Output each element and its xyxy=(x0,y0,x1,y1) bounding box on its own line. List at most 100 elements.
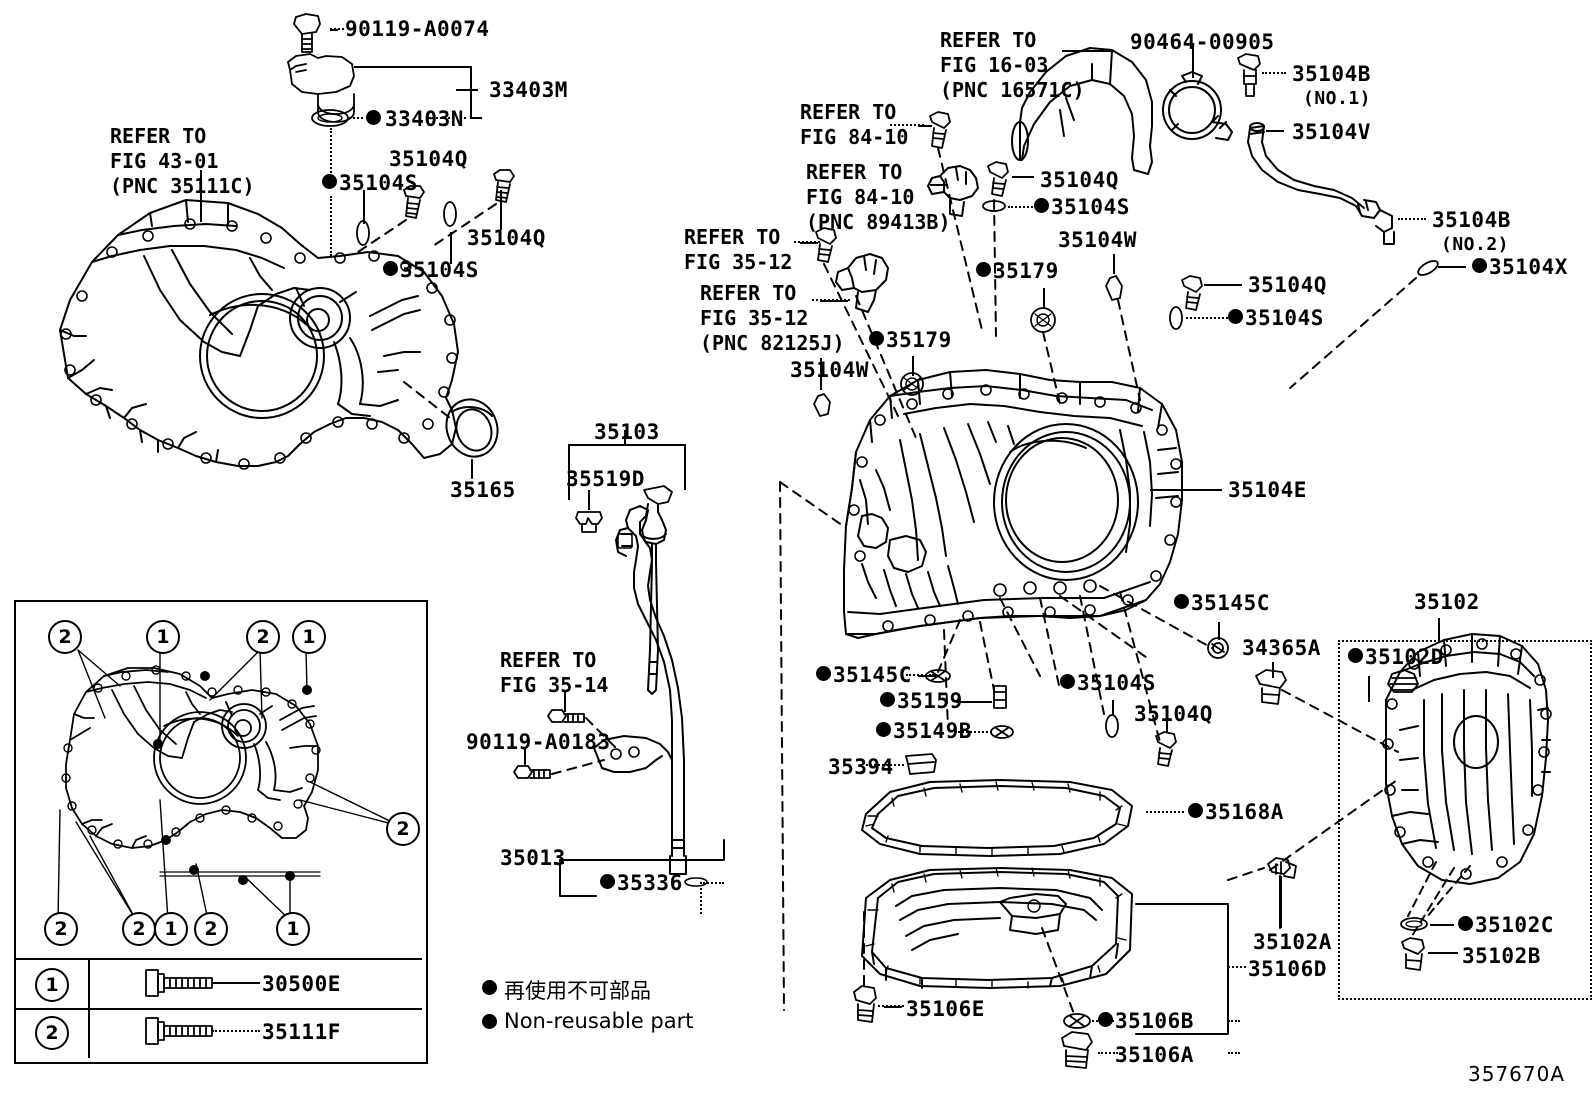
label-35106D: 35106D xyxy=(1248,957,1327,981)
bolt-35104Q-left2 xyxy=(493,169,515,203)
nonreusable-dot-35104S-sensor xyxy=(1034,198,1049,213)
bolt-35104Q-sensor xyxy=(987,161,1009,197)
side-cover-35102-illustration xyxy=(1382,633,1552,885)
nonreusable-dot-35145C-l xyxy=(816,666,831,681)
label-35104W-right: 35104W xyxy=(1058,228,1137,252)
leader-fig3512a xyxy=(800,242,818,244)
label-35102: 35102 xyxy=(1414,590,1480,614)
leader-35106D xyxy=(1228,966,1246,968)
label-35145C-left: 35145C xyxy=(833,663,912,687)
inset-case-illustration xyxy=(57,649,401,921)
leader-90119A0074 xyxy=(330,29,338,31)
nonreusable-dot-35104X xyxy=(1472,258,1487,273)
label-35145C-right: 35145C xyxy=(1191,591,1270,615)
nonreusable-dot-33403N xyxy=(366,110,381,125)
oring-35104S-left xyxy=(356,220,370,246)
neutral-switch-82125J xyxy=(835,253,889,313)
plug-35102B xyxy=(1401,937,1425,971)
nonreusable-dot-35179-l xyxy=(869,331,884,346)
bolt-35102D xyxy=(1387,669,1419,693)
legend-col-divider xyxy=(88,958,90,1058)
hose-clamp-90464-00905 xyxy=(1162,71,1233,141)
callout-2-b: 2 xyxy=(246,620,280,654)
nonreusable-dot-35149B xyxy=(876,722,891,737)
part-35149B xyxy=(990,725,1014,739)
callout-1-b: 1 xyxy=(292,620,326,654)
label-35104Q-sensor: 35104Q xyxy=(1040,168,1119,192)
leader-35104X xyxy=(1438,266,1466,268)
legend-num-1: 1 xyxy=(35,968,69,1002)
leader-90119A0183 xyxy=(524,748,526,766)
nonreusable-dot-35102C xyxy=(1458,916,1473,931)
label-35104Q-tr: 35104Q xyxy=(1248,273,1327,297)
label-35104B-no1: 35104B xyxy=(1292,62,1371,86)
leader-35102D xyxy=(1368,676,1370,702)
ref-fig-35-14: REFER TO FIG 35-14 xyxy=(500,648,609,697)
legend-num-2: 2 xyxy=(35,1016,69,1050)
label-35104B-no2-sub: (NO.2) xyxy=(1441,234,1510,255)
label-35102C: 35102C xyxy=(1475,913,1554,937)
label-35104B-no1-sub: (NO.1) xyxy=(1303,88,1372,109)
pan-gasket-35168A xyxy=(861,779,1133,857)
ref-fig-16-03: REFER TO FIG 16-03 (PNC 16571C) xyxy=(940,28,1085,102)
legend-bolt-30500E xyxy=(145,969,213,997)
label-35103: 35103 xyxy=(594,420,660,444)
oring-35104S-pan xyxy=(1105,714,1119,738)
label-35104Q-pan: 35104Q xyxy=(1134,702,1213,726)
ref-fig-84-10-b: REFER TO FIG 84-10 (PNC 89413B) xyxy=(806,160,951,234)
legend-divider-mid xyxy=(16,1008,422,1010)
leader-35394 xyxy=(866,764,904,766)
magnet-35394 xyxy=(905,753,937,775)
label-35102A: 35102A xyxy=(1253,930,1332,954)
leader-35149B xyxy=(954,731,992,733)
legend-bolt-35111F xyxy=(145,1017,213,1045)
leader-35104S-tr xyxy=(1186,317,1228,319)
bolt-35104Q-left xyxy=(403,185,425,219)
label-33403N: 33403N xyxy=(385,107,464,131)
bolt-35106E xyxy=(853,985,877,1023)
inset-panel-border xyxy=(14,600,428,1064)
callout-2-c: 2 xyxy=(386,812,420,846)
label-35168A: 35168A xyxy=(1205,800,1284,824)
nonreusable-dot-35159 xyxy=(880,692,895,707)
leader-35179-right xyxy=(1043,288,1045,308)
label-35149B: 35149B xyxy=(893,719,972,743)
hose-35104V xyxy=(1247,122,1395,245)
leader-fig8410b xyxy=(930,184,948,186)
oring-35104S-left2 xyxy=(443,201,457,227)
leader-35104Q-1 xyxy=(363,190,365,224)
label-35106B: 35106B xyxy=(1115,1009,1194,1033)
leader-fig8410a xyxy=(918,125,932,127)
leader-35104W-left xyxy=(820,358,822,390)
ref-fig-35-12-a: REFER TO FIG 35-12 xyxy=(684,225,793,274)
leader-35104V xyxy=(1266,130,1284,132)
callout-1-c: 1 xyxy=(154,912,188,946)
label-35104S-tr: 35104S xyxy=(1245,306,1324,330)
leader-35106E xyxy=(884,1006,902,1008)
label-90119-A0074: 90119-A0074 xyxy=(345,17,490,41)
nonreusable-dot-35104S-pan xyxy=(1060,674,1075,689)
callout-2-e: 2 xyxy=(122,912,156,946)
label-35104V: 35104V xyxy=(1292,120,1371,144)
leader-35168A xyxy=(1146,811,1184,813)
nonreusable-dot-35179-r xyxy=(976,262,991,277)
pin-35104W-right xyxy=(1105,275,1123,301)
callout-1-a: 1 xyxy=(146,620,180,654)
pin-35104W-left xyxy=(813,393,831,417)
leader-35159 xyxy=(956,701,992,703)
leader-fig1603 xyxy=(1062,50,1112,52)
nonreusable-dot-35336 xyxy=(600,874,615,889)
callout-2-d: 2 xyxy=(44,912,78,946)
oil-pan-35106D xyxy=(861,867,1133,989)
oil-seal-35165 xyxy=(445,398,499,458)
bolt-90119-A0183 xyxy=(513,765,551,779)
oring-33403N xyxy=(311,109,349,127)
ref-fig-43-01: REFER TO FIG 43-01 (PNC 35111C) xyxy=(110,124,255,198)
label-90464-00905: 90464-00905 xyxy=(1130,30,1275,54)
leader-35165 xyxy=(403,381,451,419)
label-33403M: 33403M xyxy=(489,78,568,102)
leader-fig3514 xyxy=(564,690,566,712)
left-transaxle-case-illustration xyxy=(59,199,459,470)
nonreusable-dot-35168A xyxy=(1188,803,1203,818)
nonreusable-dot-note-jp xyxy=(482,980,497,995)
